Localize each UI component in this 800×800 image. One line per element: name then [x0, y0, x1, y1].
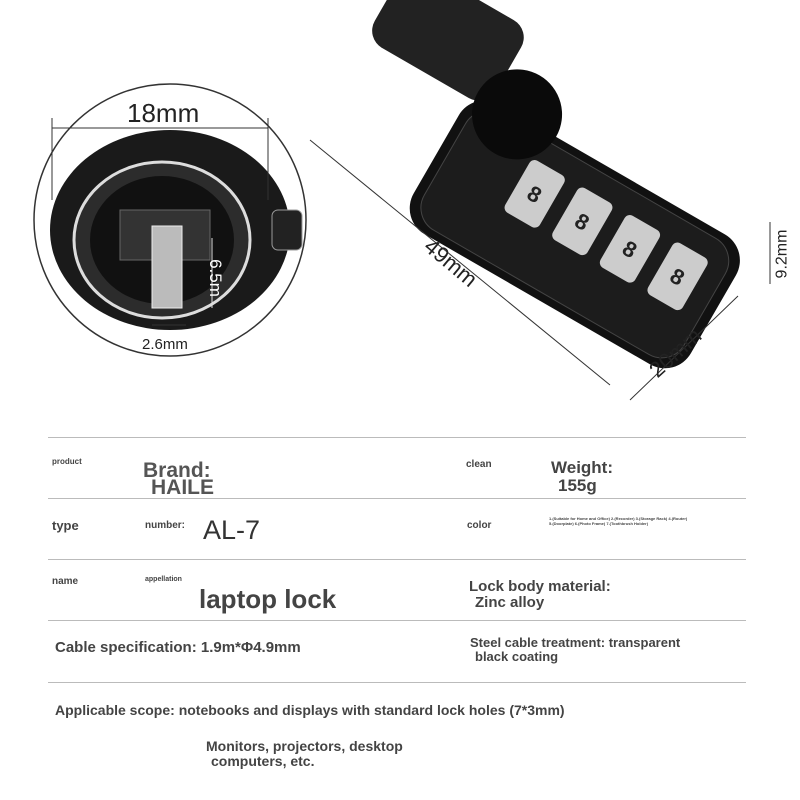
dimension-height: 9.2mm	[773, 229, 791, 279]
model-number: AL-7	[203, 515, 261, 545]
dimension-top-diameter: 18mm	[127, 98, 200, 128]
material-label: Lock body material:	[469, 578, 611, 595]
dimension-slot-height: 6.5m	[205, 259, 225, 297]
divider	[48, 498, 746, 499]
product-label: product	[52, 457, 82, 466]
number-label: number:	[145, 520, 185, 531]
appellation-label: appellation	[145, 576, 182, 583]
brand-value: HAILE	[151, 476, 214, 499]
type-label: type	[52, 518, 79, 533]
weight-label: Weight:	[551, 458, 614, 477]
name-label: name	[52, 576, 79, 587]
weight-value: 155g	[558, 476, 597, 495]
divider	[48, 682, 746, 683]
scope-line2: computers, etc.	[211, 753, 315, 769]
clean-label: clean	[466, 459, 492, 470]
cable-spec: Cable specification: 1.9m*Φ4.9mm	[55, 639, 301, 656]
color-label: color	[467, 520, 492, 531]
product-name: laptop lock	[199, 584, 337, 614]
brand-label: Brand:	[143, 459, 211, 482]
dimension-slot-width: 2.6mm	[142, 336, 188, 353]
scope-line1: Monitors, projectors, desktop	[206, 738, 403, 754]
applicable-scope: Applicable scope: notebooks and displays…	[55, 702, 565, 718]
color-value-line2: 5.(Doorplate) 6.(Photo Frame) 7.(Toothbr…	[549, 521, 649, 526]
divider	[48, 620, 746, 621]
divider	[48, 437, 746, 438]
divider	[48, 559, 746, 560]
material-value: Zinc alloy	[475, 594, 545, 611]
cable-treatment-line1: Steel cable treatment: transparent	[470, 635, 681, 650]
cable-treatment-line2: black coating	[475, 649, 559, 664]
color-value-line1: 1.(Suitable for Home and Office) 2.(Reco…	[549, 516, 688, 521]
lock-head-detail	[33, 83, 307, 357]
